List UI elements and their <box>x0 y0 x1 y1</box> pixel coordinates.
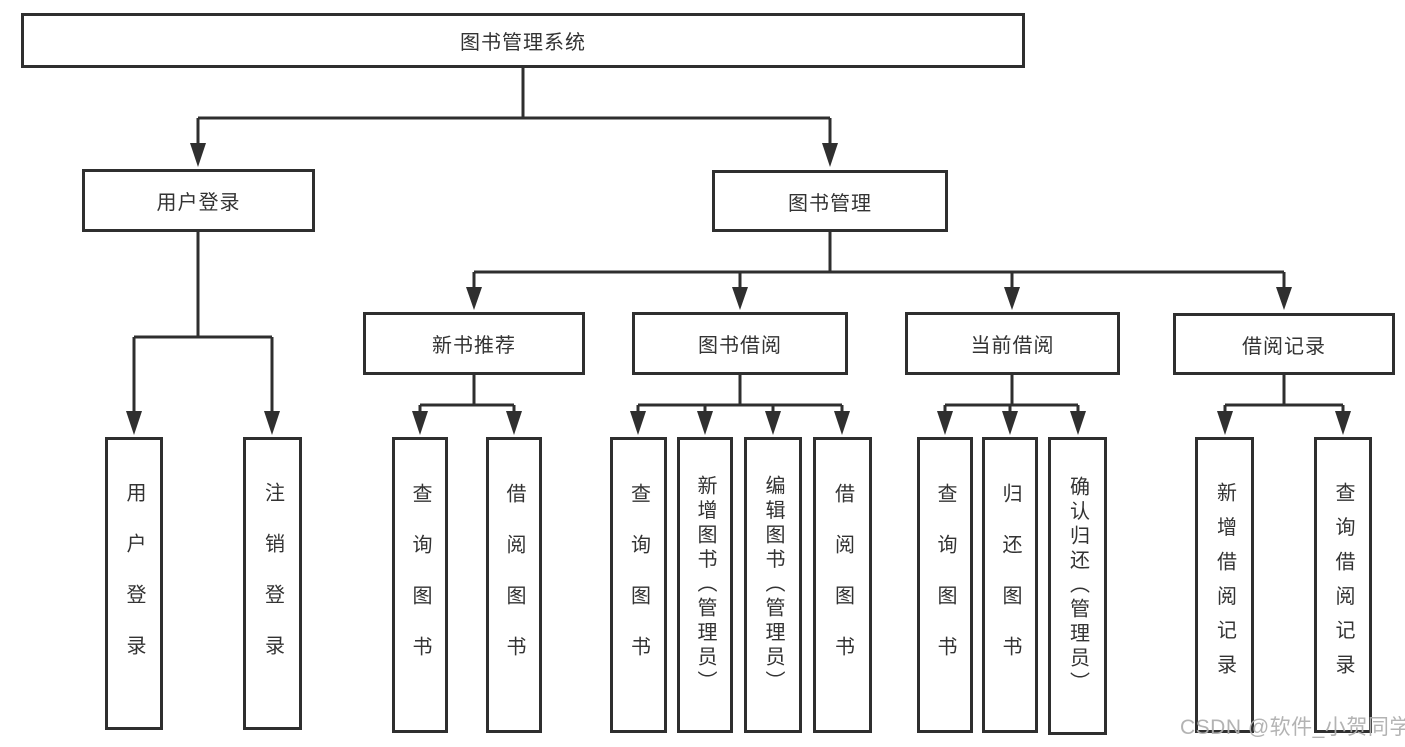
node-label: 用户登录 <box>156 192 241 214</box>
leaf-borrow-books-2: 借阅图书 <box>813 437 872 733</box>
node-label: 借阅图书 <box>831 483 854 687</box>
node-label: 图书管理系统 <box>460 32 586 54</box>
arrowhead <box>822 143 838 167</box>
node-label: 确认归还（管理员） <box>1066 476 1089 696</box>
node-label: 借阅图书 <box>503 483 525 687</box>
leaf-add-borrow-record: 新增借阅记录 <box>1195 437 1254 733</box>
node-label: 图书借阅 <box>698 335 782 357</box>
node-label: 用户登录 <box>123 481 145 686</box>
leaf-query-books-2: 查询图书 <box>610 437 667 733</box>
arrowhead <box>1002 411 1018 435</box>
leaf-add-books-admin: 新增图书（管理员） <box>677 437 733 733</box>
node-label: 新增图书（管理员） <box>694 475 716 695</box>
node-label: 归还图书 <box>999 483 1021 687</box>
node-user-login: 用户登录 <box>82 169 315 232</box>
node-label: 查询图书 <box>409 483 431 687</box>
node-current-borrowing: 当前借阅 <box>905 312 1120 375</box>
arrowhead <box>466 287 482 310</box>
node-root-library-management-system: 图书管理系统 <box>21 13 1025 68</box>
node-new-book-recommendation: 新书推荐 <box>363 312 585 375</box>
node-label: 注销登录 <box>261 481 284 686</box>
node-label: 查询借阅记录 <box>1332 481 1354 689</box>
arrowhead <box>506 411 522 435</box>
arrowhead <box>834 411 850 435</box>
node-label: 编辑图书（管理员） <box>762 475 784 695</box>
leaf-query-borrow-record: 查询借阅记录 <box>1314 437 1372 733</box>
leaf-logout: 注销登录 <box>243 437 302 730</box>
arrowhead <box>630 411 646 435</box>
node-book-borrowing: 图书借阅 <box>632 312 848 375</box>
arrowhead <box>937 411 953 435</box>
node-label: 查询图书 <box>934 483 956 687</box>
node-label: 查询图书 <box>627 483 650 687</box>
arrowhead <box>264 411 280 435</box>
leaf-borrow-books-1: 借阅图书 <box>486 437 542 733</box>
arrowhead <box>765 411 781 435</box>
arrowhead <box>126 411 142 435</box>
node-book-management: 图书管理 <box>712 170 948 232</box>
leaf-edit-books-admin: 编辑图书（管理员） <box>744 437 802 733</box>
arrowheads <box>126 143 1351 435</box>
leaf-confirm-return-admin: 确认归还（管理员） <box>1048 437 1107 735</box>
arrowhead <box>190 143 206 167</box>
node-label: 借阅记录 <box>1242 335 1326 358</box>
leaf-query-books-3: 查询图书 <box>917 437 973 733</box>
arrowhead <box>412 411 428 435</box>
node-borrowing-records: 借阅记录 <box>1173 313 1395 375</box>
arrowhead <box>1276 287 1292 310</box>
node-label: 新增借阅记录 <box>1213 481 1236 689</box>
arrowhead <box>1217 411 1233 435</box>
arrowhead <box>1335 411 1351 435</box>
leaf-return-books: 归还图书 <box>982 437 1038 733</box>
node-label: 当前借阅 <box>970 335 1055 357</box>
node-label: 新书推荐 <box>432 335 516 357</box>
csdn-watermark: CSDN @软件_小贺同学 <box>1180 716 1405 739</box>
leaf-query-books-1: 查询图书 <box>392 437 448 733</box>
arrowhead <box>697 411 713 435</box>
arrowhead <box>1070 411 1086 435</box>
arrowhead <box>732 287 748 310</box>
node-label: 图书管理 <box>788 192 872 215</box>
leaf-user-login: 用户登录 <box>105 437 163 730</box>
arrowhead <box>1004 287 1020 310</box>
connector-path <box>132 68 1345 413</box>
